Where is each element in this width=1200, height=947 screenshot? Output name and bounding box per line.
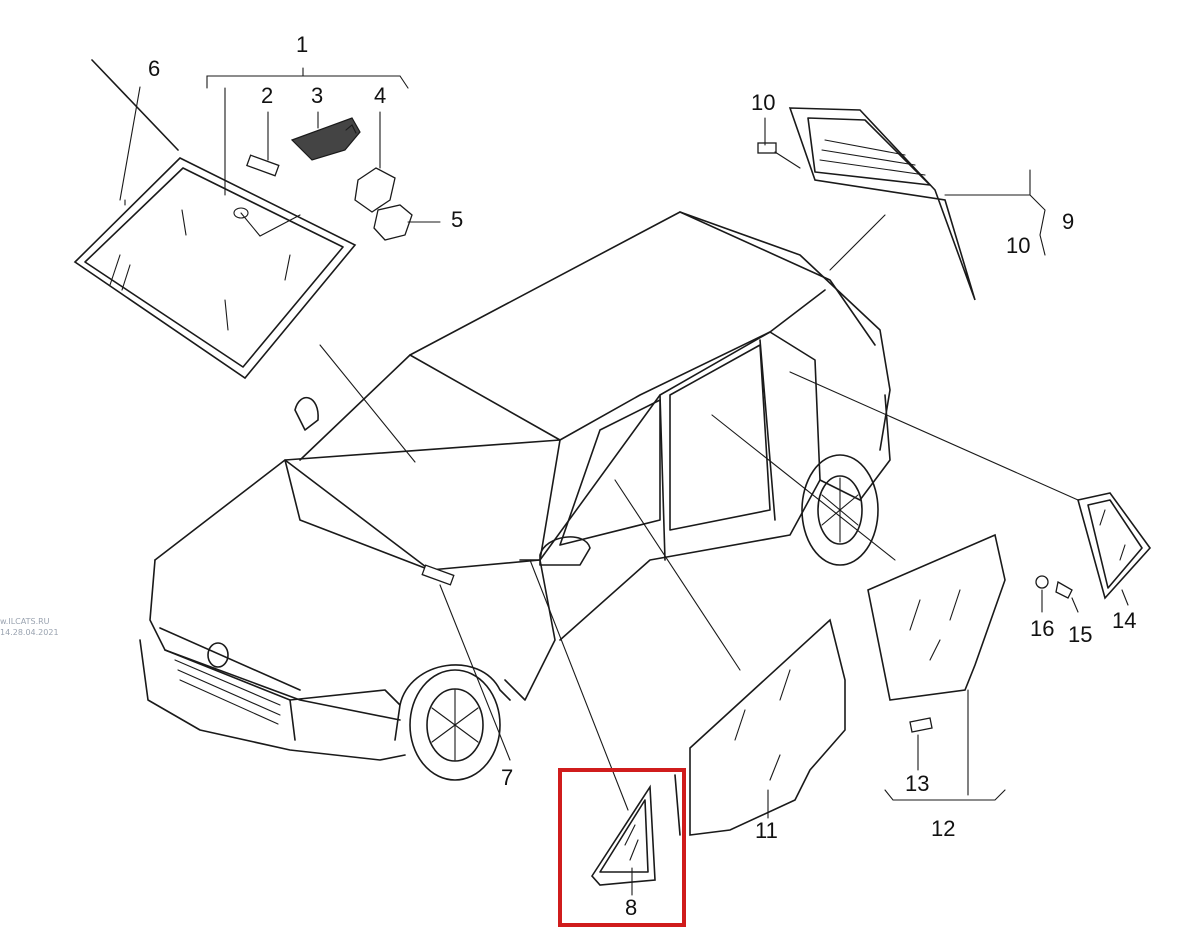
callout-3: 3 (311, 83, 324, 108)
callout-9: 9 (1062, 209, 1075, 234)
windshield (73, 59, 357, 380)
rear-quarter-glass (1035, 492, 1152, 600)
front-quarter-glass (590, 784, 656, 886)
highlight-box (558, 768, 686, 927)
callout-15: 15 (1068, 622, 1093, 647)
callout-13: 13 (905, 771, 930, 796)
watermark-site: w.ILCATS.RU (0, 617, 50, 626)
leader-lines (119, 67, 1129, 896)
car-body (139, 211, 891, 781)
rear-door-glass (867, 533, 1006, 733)
rear-window (757, 107, 976, 301)
callout-8: 8 (625, 895, 638, 920)
callout-7: 7 (501, 765, 514, 790)
callout-2: 2 (261, 83, 274, 108)
callout-4: 4 (374, 83, 387, 108)
callout-10-rear-clip: 10 (751, 90, 776, 115)
callout-16: 16 (1030, 616, 1055, 641)
callout-11: 11 (755, 818, 778, 843)
callout-5: 5 (451, 207, 464, 232)
callout-14: 14 (1112, 608, 1137, 633)
callout-1: 1 (296, 32, 309, 57)
watermark-date: 14.28.04.2021 (0, 628, 59, 637)
callout-12: 12 (931, 816, 956, 841)
callout-6: 6 (148, 56, 161, 81)
callout-10-rear-glass: 10 (1006, 233, 1031, 258)
front-door-glass (674, 618, 846, 836)
small-parts-1 (246, 117, 413, 241)
